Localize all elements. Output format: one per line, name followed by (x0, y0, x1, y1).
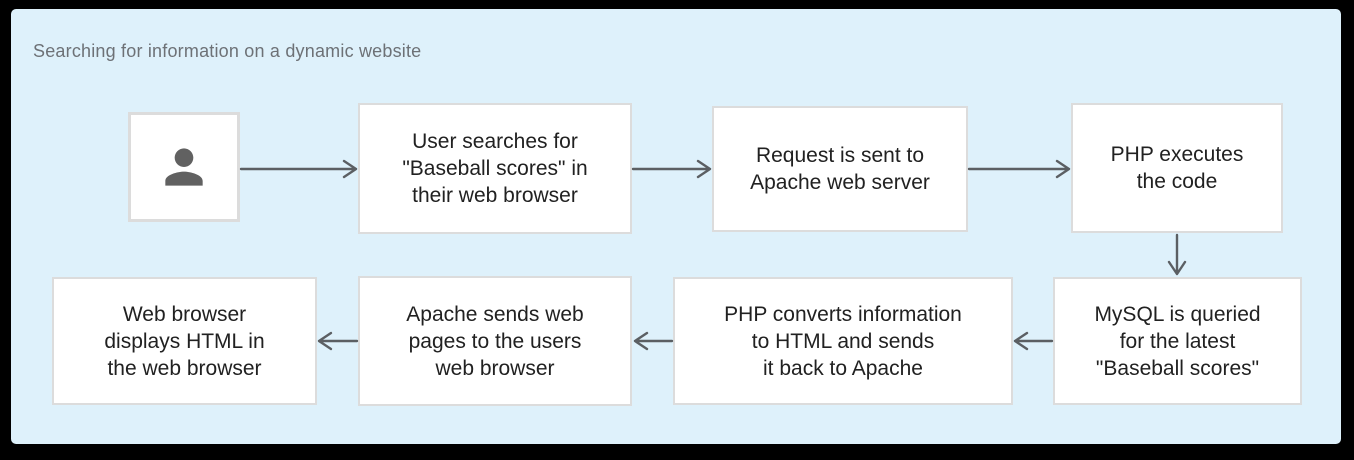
node-browser-displays: Web browser displays HTML in the web bro… (52, 277, 317, 405)
arrow-apache-to-browser (317, 331, 359, 351)
person-icon (165, 148, 203, 186)
arrow-phpconvert-to-apache (633, 331, 674, 351)
node-php-converts: PHP converts information to HTML and sen… (673, 277, 1013, 405)
node-user (128, 112, 240, 222)
node-request-sent: Request is sent to Apache web server (712, 106, 968, 232)
arrow-mysql-to-phpconvert (1013, 331, 1054, 351)
node-php-executes: PHP executes the code (1071, 103, 1283, 233)
arrow-search-to-request (631, 159, 712, 179)
node-mysql-queried: MySQL is queried for the latest "Basebal… (1053, 277, 1302, 405)
node-apache-sends: Apache sends web pages to the users web … (358, 276, 632, 406)
diagram-title: Searching for information on a dynamic w… (33, 41, 422, 61)
arrow-user-to-search (239, 159, 358, 179)
arrow-php-to-mysql (1167, 233, 1187, 276)
node-user-searches: User searches for "Baseball scores" in t… (358, 103, 632, 234)
arrow-request-to-php (967, 159, 1071, 179)
